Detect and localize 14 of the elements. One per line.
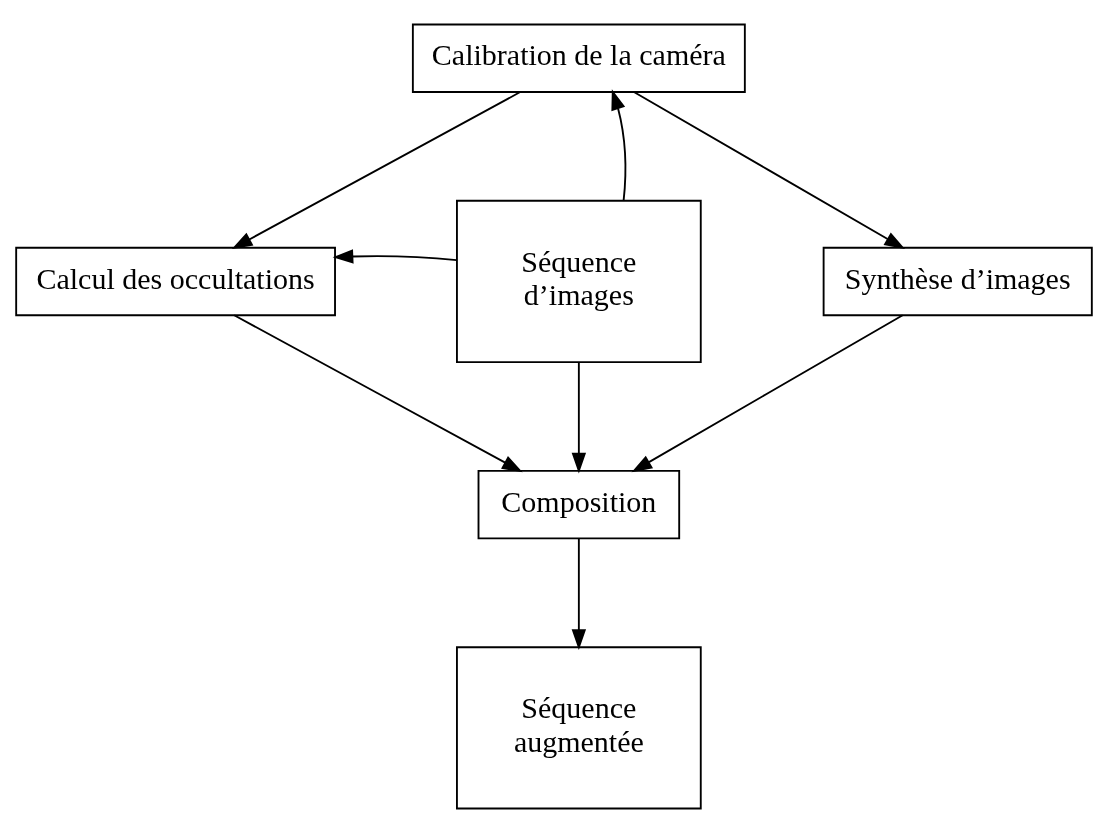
node-box: Composition [477,469,681,540]
arrow [231,91,522,249]
node-box: Séquence d’images [456,199,702,364]
arrow [233,314,523,473]
arrow [571,361,587,474]
node-box: Calibration de la caméra [411,23,746,93]
node-box: Calcul des occultations [15,246,336,317]
arrow [332,249,458,264]
node-box: Synthèse d’images [822,246,1093,317]
arrow [571,537,587,650]
node-box: Séquence augmentée [456,646,702,810]
arrow [611,89,627,202]
arrow [633,91,906,250]
arrow [631,314,904,473]
